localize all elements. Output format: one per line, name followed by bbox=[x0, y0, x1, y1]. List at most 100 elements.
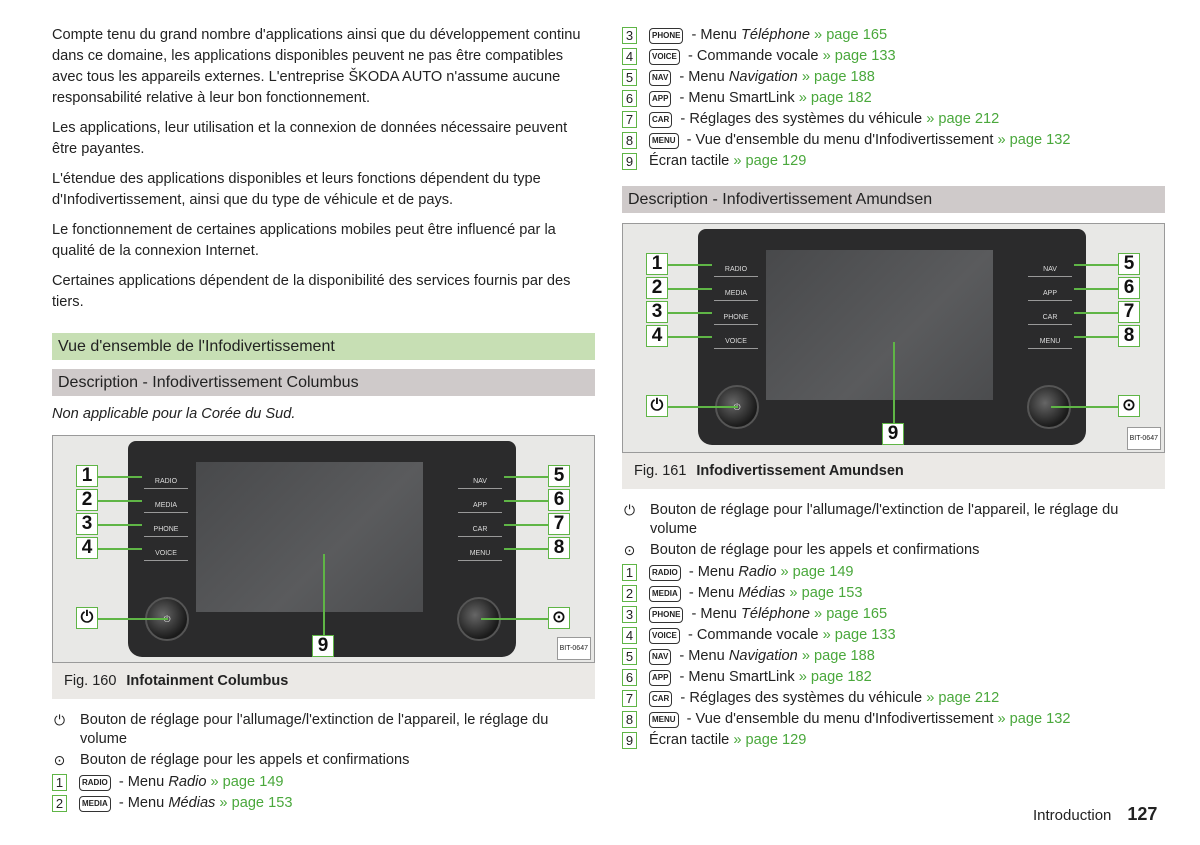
figure-title: Infodivertissement Amundsen bbox=[696, 463, 904, 479]
item-label: - Menu bbox=[114, 774, 169, 790]
button-divider bbox=[1028, 324, 1072, 325]
button-divider bbox=[458, 536, 502, 537]
callout-number: 7 bbox=[548, 513, 570, 535]
page-link[interactable]: » page 188 bbox=[797, 648, 875, 664]
callout-number: 2 bbox=[76, 489, 98, 511]
subsection-title: Description - Infodivertissement Amundse… bbox=[622, 186, 1165, 213]
page-link[interactable]: » page 133 bbox=[818, 48, 896, 64]
button-divider bbox=[714, 324, 758, 325]
page-link[interactable]: » page 188 bbox=[797, 69, 875, 85]
item-number-badge: 5 bbox=[622, 648, 637, 665]
button-phone[interactable]: PHONE bbox=[153, 526, 179, 533]
callout-number: 2 bbox=[646, 277, 668, 299]
callout-number: 8 bbox=[1118, 325, 1140, 347]
page-link[interactable]: » page 132 bbox=[993, 711, 1071, 727]
item-number-badge: 1 bbox=[622, 564, 637, 581]
page-link[interactable]: » page 149 bbox=[206, 774, 284, 790]
callout-number: 3 bbox=[76, 513, 98, 535]
button-divider bbox=[714, 348, 758, 349]
callout-number: 5 bbox=[1118, 253, 1140, 275]
button-voice[interactable]: VOICE bbox=[725, 338, 747, 345]
page-link[interactable]: » page 182 bbox=[794, 669, 872, 685]
figure-code: BIT-0647 bbox=[1126, 427, 1161, 450]
callout-line bbox=[98, 618, 168, 620]
item-text: - Commande vocale » page 133 bbox=[684, 46, 896, 67]
button-phone[interactable]: PHONE bbox=[723, 314, 749, 321]
key-menu-icon: MENU bbox=[649, 132, 679, 149]
item-text: - Menu Navigation » page 188 bbox=[675, 646, 875, 667]
key-media-icon: MEDIA bbox=[79, 795, 111, 812]
figure-caption: Fig. 161 Infodivertissement Amundsen bbox=[622, 453, 1165, 489]
item-number-badge: 5 bbox=[622, 69, 637, 86]
touchscreen[interactable] bbox=[196, 462, 423, 612]
item-text: - Vue d'ensemble du menu d'Infodivertiss… bbox=[683, 130, 1071, 151]
page-link[interactable]: » page 182 bbox=[794, 90, 872, 106]
callout-line bbox=[98, 548, 142, 550]
key-voice-icon: VOICE bbox=[649, 48, 680, 65]
button-voice[interactable]: VOICE bbox=[155, 550, 177, 557]
button-app[interactable]: APP bbox=[472, 502, 487, 509]
callout-number: 6 bbox=[1118, 277, 1140, 299]
button-radio[interactable]: RADIO bbox=[154, 478, 178, 485]
page-link[interactable]: » page 165 bbox=[809, 27, 888, 43]
button-nav[interactable]: NAV bbox=[1043, 266, 1057, 273]
page-link[interactable]: » page 149 bbox=[776, 564, 854, 580]
item-menu-name: Téléphone bbox=[740, 606, 810, 622]
description-text: Bouton de réglage pour les appels et con… bbox=[650, 542, 980, 558]
button-radio[interactable]: RADIO bbox=[724, 266, 748, 273]
page-link[interactable]: » page 153 bbox=[215, 795, 293, 811]
item-label: - Vue d'ensemble du menu d'Infodivertiss… bbox=[682, 132, 994, 148]
page-link[interactable]: » page 212 bbox=[922, 111, 1000, 127]
callout-line bbox=[668, 336, 712, 338]
page-link[interactable]: » page 129 bbox=[729, 732, 807, 748]
key-app-icon: APP bbox=[649, 90, 672, 107]
description-text: Bouton de réglage pour l'allumage/l'exti… bbox=[80, 712, 549, 747]
note: Non applicable pour la Corée du Sud. bbox=[52, 406, 296, 422]
button-car[interactable]: CAR bbox=[472, 526, 488, 533]
item-text: Écran tactile » page 129 bbox=[649, 151, 806, 172]
item-number-badge: 6 bbox=[622, 669, 637, 686]
footer-section: Introduction bbox=[1033, 807, 1112, 824]
item-text: - Menu SmartLink » page 182 bbox=[675, 88, 872, 109]
item-number-badge: 2 bbox=[622, 585, 637, 602]
description-item: ⏻Bouton de réglage pour l'allumage/l'ext… bbox=[622, 501, 1165, 539]
button-app[interactable]: APP bbox=[1042, 290, 1057, 297]
page-link[interactable]: » page 212 bbox=[922, 690, 1000, 706]
page-link[interactable]: » page 129 bbox=[729, 153, 807, 169]
button-nav[interactable]: NAV bbox=[473, 478, 487, 485]
button-media[interactable]: MEDIA bbox=[724, 290, 748, 297]
item-menu-name: Médias bbox=[168, 795, 216, 811]
item-label: - Menu bbox=[114, 795, 169, 811]
button-menu[interactable]: MENU bbox=[1039, 338, 1061, 345]
page-link[interactable]: » page 153 bbox=[785, 585, 863, 601]
callout-line bbox=[668, 288, 712, 290]
key-media-icon: MEDIA bbox=[649, 585, 681, 602]
button-media[interactable]: MEDIA bbox=[154, 502, 178, 509]
touchscreen[interactable] bbox=[766, 250, 993, 400]
button-car[interactable]: CAR bbox=[1042, 314, 1058, 321]
confirm-icon: ⊙ bbox=[623, 542, 636, 558]
subsection-title: Description - Infodivertissement Columbu… bbox=[52, 369, 595, 396]
item-text: - Menu Médias » page 153 bbox=[115, 793, 293, 814]
key-radio-icon: RADIO bbox=[649, 564, 681, 581]
button-menu[interactable]: MENU bbox=[469, 550, 491, 557]
key-menu-icon: MENU bbox=[649, 711, 679, 728]
callout-line bbox=[504, 500, 548, 502]
key-voice-icon: VOICE bbox=[649, 627, 680, 644]
button-divider bbox=[144, 536, 188, 537]
page-number: 127 bbox=[1127, 804, 1158, 824]
page-link[interactable]: » page 133 bbox=[818, 627, 896, 643]
callout-line bbox=[98, 500, 142, 502]
figure-number: Fig. 161 bbox=[634, 463, 687, 479]
item-text: - Commande vocale » page 133 bbox=[684, 625, 896, 646]
page-link[interactable]: » page 132 bbox=[993, 132, 1071, 148]
page-link[interactable]: » page 165 bbox=[809, 606, 888, 622]
item-number-badge: 3 bbox=[622, 606, 637, 623]
item-number-badge: 3 bbox=[622, 27, 637, 44]
